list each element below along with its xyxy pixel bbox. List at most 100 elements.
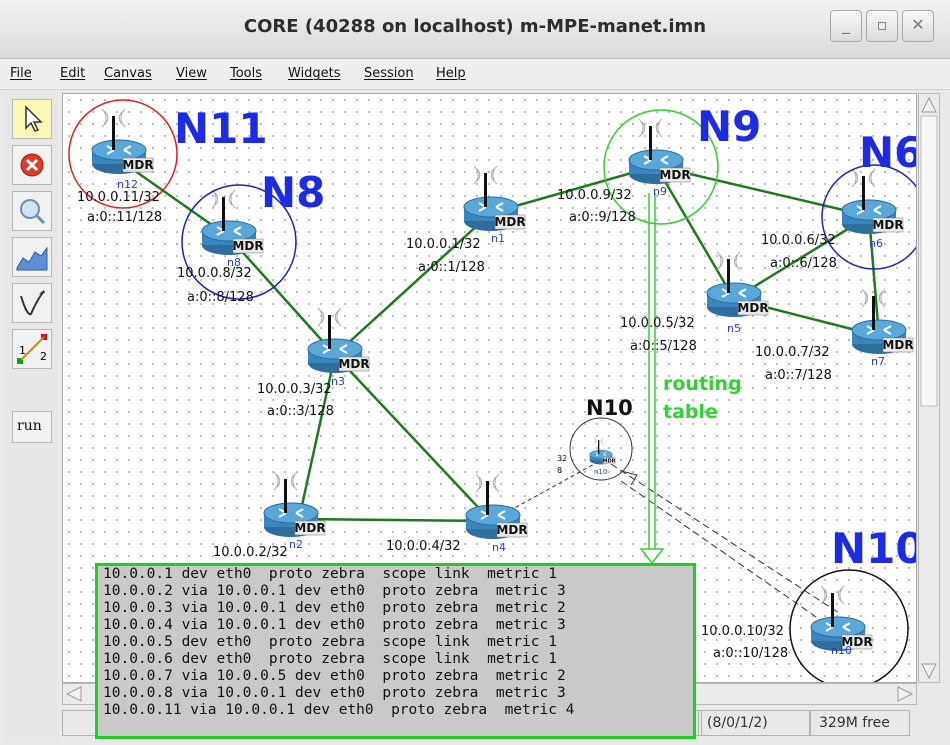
menu-widgets[interactable]: Widgets	[288, 66, 341, 81]
ipv4-n8: 10.0.0.8/32	[177, 266, 252, 281]
n10-highlight-circle	[789, 569, 909, 682]
menu-edit[interactable]: Edit	[60, 66, 86, 81]
ipv6-n9: a:0::9/128	[569, 210, 636, 225]
chart-button[interactable]	[12, 237, 52, 277]
ipv4-n2: 10.0.0.2/32	[213, 545, 288, 560]
ipv4-n3: 10.0.0.3/32	[257, 382, 332, 397]
n9-highlight-circle	[603, 109, 719, 225]
route-row: 10.0.0.5 dev eth0 proto zebra scope link…	[103, 634, 557, 650]
vertical-scrollbar[interactable]	[918, 93, 940, 683]
node-id-n2: n2	[289, 538, 303, 551]
node-id-n4: n4	[492, 541, 506, 554]
routing-caption-line1: routing	[663, 373, 742, 395]
link-tool-button[interactable]: 1 2	[12, 329, 52, 369]
horizontal-scrollbar-arrows	[65, 686, 914, 702]
select-tool-button[interactable]	[12, 99, 52, 139]
menu-file[interactable]: File	[10, 66, 32, 81]
route-row: 10.0.0.2 via 10.0.0.1 dev eth0 proto zeb…	[103, 583, 566, 599]
maximize-button[interactable]: ▫	[866, 10, 898, 42]
router-n10-small[interactable]	[589, 436, 617, 465]
chart-icon	[16, 246, 48, 271]
node-id-n8: n8	[227, 256, 241, 269]
small-node-ip: 32	[557, 454, 568, 463]
router-n9[interactable]	[628, 118, 692, 185]
window-title: CORE (40288 on localhost) m-MPE-manet.im…	[243, 16, 707, 37]
tunnel-link	[490, 462, 597, 522]
stop-icon	[20, 153, 44, 177]
ipv4-n6: 10.0.0.6/32	[761, 233, 836, 248]
run-button[interactable]: run	[12, 411, 52, 443]
node-id-n1: n1	[491, 232, 505, 245]
routing-table: 10.0.0.1 dev eth0 proto zebra scope link…	[95, 563, 696, 739]
tool-palette: 1 2 run	[4, 93, 58, 743]
status-counts: (8/0/1/2)	[698, 710, 810, 736]
route-row: 10.0.0.8 via 10.0.0.1 dev eth0 proto zeb…	[103, 685, 566, 701]
router-n3[interactable]	[307, 307, 371, 374]
annotation-n6: N6	[859, 128, 917, 177]
routing-table-caption: routing table	[663, 370, 742, 426]
status-memory: 329M free	[810, 710, 910, 736]
zoom-button[interactable]	[12, 191, 52, 231]
ipv4-n4: 10.0.0.4/32	[386, 539, 461, 554]
route-row: 10.0.0.1 dev eth0 proto zebra scope link…	[103, 566, 557, 582]
ipv4-n10: 10.0.0.10/32	[701, 624, 784, 639]
router-n2[interactable]	[263, 471, 327, 538]
minimize-button[interactable]: _	[830, 10, 862, 42]
menu-bar: File Edit Canvas View Tools Widgets Sess…	[0, 59, 950, 90]
n11-highlight-circle	[68, 99, 178, 209]
ipv4-n12: 10.0.0.11/32	[77, 190, 160, 205]
topology-svg: MDR	[68, 99, 916, 682]
menu-canvas[interactable]: Canvas	[104, 66, 152, 81]
route-row: 10.0.0.6 dev eth0 proto zebra scope link…	[103, 651, 557, 667]
annotation-n11: N11	[174, 104, 268, 153]
node-id-n9: n9	[653, 185, 667, 198]
route-row: 10.0.0.11 via 10.0.0.1 dev eth0 proto ze…	[103, 702, 575, 718]
small-node-ip6: 8	[557, 466, 563, 475]
annotation-n8: N8	[261, 168, 326, 217]
pen-icon	[20, 290, 45, 316]
router-n4[interactable]	[465, 473, 529, 540]
router-n10[interactable]	[810, 585, 874, 652]
menu-help[interactable]: Help	[436, 66, 466, 81]
annotation-n10-bottom: N10	[831, 524, 917, 573]
wireless-links	[120, 159, 881, 523]
ipv6-n7: a:0::7/128	[765, 368, 832, 383]
close-button[interactable]: ✕	[902, 10, 934, 42]
small-node-id: n10	[594, 468, 608, 476]
ipv6-n5: a:0::5/128	[630, 339, 697, 354]
link-tool-icon: 1 2	[17, 334, 47, 364]
n8-highlight-circle	[181, 184, 297, 300]
router-n6[interactable]	[841, 168, 905, 235]
menu-tools[interactable]: Tools	[230, 66, 263, 81]
node-id-n3: n3	[331, 375, 345, 388]
n6-highlight-circle	[821, 164, 916, 270]
menu-view[interactable]: View	[176, 66, 207, 81]
routing-caption-line2: table	[663, 401, 718, 423]
dashed-link-2	[620, 480, 830, 627]
zoom-icon	[20, 199, 46, 225]
ipv6-n12: a:0::11/128	[87, 210, 163, 225]
route-row: 10.0.0.3 via 10.0.0.1 dev eth0 proto zeb…	[103, 600, 566, 616]
router-n7[interactable]	[851, 288, 915, 355]
select-arrow-icon	[25, 105, 43, 132]
node-id-n7: n7	[871, 355, 885, 368]
router-n12[interactable]	[91, 108, 155, 175]
ipv6-n10: a:0::10/128	[713, 646, 789, 661]
ipv4-n7: 10.0.0.7/32	[755, 345, 830, 360]
ipv4-n9: 10.0.0.9/32	[557, 188, 632, 203]
router-n1[interactable]	[463, 165, 527, 232]
n10-small-circle	[569, 417, 633, 481]
annotation-n9: N9	[697, 102, 762, 151]
router-n8[interactable]	[201, 189, 265, 256]
draw-button[interactable]	[12, 283, 52, 323]
node-id-n10: n10	[831, 644, 852, 657]
title-bar: CORE (40288 on localhost) m-MPE-manet.im…	[0, 0, 950, 59]
menu-session[interactable]: Session	[364, 66, 414, 81]
stop-button[interactable]	[12, 145, 52, 185]
ipv6-n6: a:0::6/128	[770, 256, 837, 271]
svg-text:2: 2	[40, 350, 47, 363]
node-id-n5: n5	[727, 322, 741, 335]
svg-text:1: 1	[19, 344, 26, 357]
ipv4-n5: 10.0.0.5/32	[620, 316, 695, 331]
route-row: 10.0.0.4 via 10.0.0.1 dev eth0 proto zeb…	[103, 617, 566, 633]
